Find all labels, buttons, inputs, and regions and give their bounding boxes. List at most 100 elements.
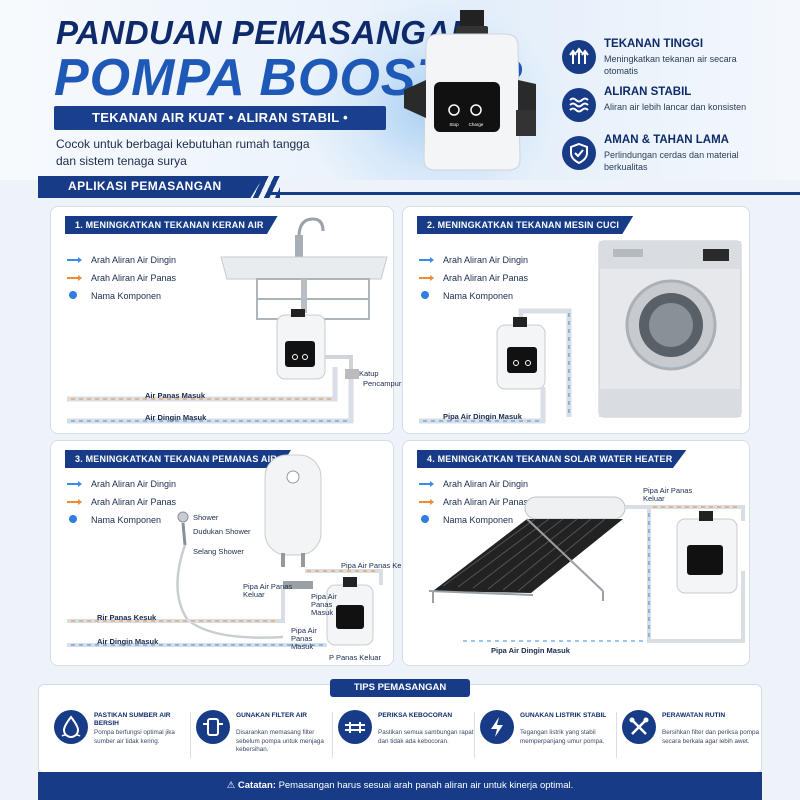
tip-desc: Bersihkan filter dan periksa pompa secar…	[662, 729, 759, 745]
panel-water-heater: 3. MENINGKATKAN TEKANAN PEMANAS AIR Arah…	[50, 440, 414, 666]
legend-cold: Arah Aliran Air Dingin	[419, 477, 528, 495]
legend: Arah Aliran Air Dingin Arah Aliran Air P…	[419, 477, 528, 531]
lightning-icon	[480, 710, 514, 744]
panel-faucet: 1. MENINGKATKAN TEKANAN KERAN AIR Arah A…	[50, 206, 401, 434]
panel-title: 1. MENINGKATKAN TEKANAN KERAN AIR	[65, 216, 278, 234]
legend: Arah Aliran Air Dingin Arah Aliran Air P…	[67, 253, 176, 307]
panel-washer: 2. MENINGKATKAN TEKANAN MESIN CUCI Arah …	[402, 206, 750, 434]
tip-leak: PERIKSA KEBOCORAN Pastikan semua sambung…	[338, 710, 478, 770]
feature-desc: Meningkatkan tekanan air secara otomatis	[604, 54, 737, 76]
tip-divider	[474, 712, 475, 758]
hot-out-label: Pipa Air Panas Keluar	[643, 486, 693, 503]
solar-heater-diagram	[428, 496, 745, 643]
legend-hot: Arah Aliran Air Panas	[67, 495, 176, 513]
legend-component: Nama Komponen	[419, 289, 528, 307]
pipe-hot-in-label: Pipa Air Panas Masuk	[311, 592, 337, 617]
cold-pipe-label: Pipa Air Dingin Masuk	[443, 412, 522, 421]
ribbon-line	[270, 192, 800, 195]
feature-desc: Perlindungan cerdas dan material berkual…	[604, 150, 739, 172]
panel-title: 2. MENINGKATKAN TEKANAN MESIN CUCI	[417, 216, 634, 234]
legend-cold: Arah Aliran Air Dingin	[67, 253, 176, 271]
wrench-tools-icon	[622, 710, 656, 744]
hot-arrow-icon	[419, 499, 434, 505]
feature-desc: Aliran air lebih lancar dan konsisten	[604, 102, 747, 112]
water-waves-icon	[562, 88, 596, 122]
pipe-leak-icon	[338, 710, 372, 744]
section-ribbon: APLIKASI PEMASANGAN	[38, 176, 264, 198]
legend-hot: Arah Aliran Air Panas	[419, 271, 528, 289]
footer-note: ⚠ Catatan: Pemasangan harus sesuai arah …	[38, 772, 762, 800]
hot-arrow-icon	[67, 275, 82, 281]
cold-in-line-label: Air Dingin Masuk	[97, 637, 159, 646]
washer-diagram	[419, 240, 742, 424]
legend-component: Nama Komponen	[67, 513, 176, 531]
footer-bar: ⚠ Catatan: Pemasangan harus sesuai arah …	[38, 772, 762, 800]
legend-hot: Arah Aliran Air Panas	[419, 495, 528, 513]
booster-pump-image: Stop Charge	[404, 10, 536, 171]
component-dot-icon	[69, 291, 77, 299]
ribbon-stripes	[230, 176, 280, 198]
subtitle: Cocok untuk berbagai kebutuhan rumah tan…	[56, 137, 310, 168]
shield-check-icon	[562, 136, 596, 170]
tip-title: PERIKSA KEBOCORAN	[378, 712, 453, 719]
cold-arrow-icon	[67, 481, 82, 487]
valve-label: Katup	[359, 369, 379, 378]
panel-solar-heater: 4. MENINGKATKAN TEKANAN SOLAR WATER HEAT…	[402, 440, 750, 666]
pump-stop-label: Stop	[449, 122, 459, 127]
feature-pressure: TEKANAN TINGGI Meningkatkan tekanan air …	[562, 38, 792, 82]
feature-flow: ALIRAN STABIL Aliran air lebih lancar da…	[562, 86, 792, 130]
tip-title: PERAWATAN RUTIN	[662, 712, 726, 719]
tip-desc: Disarankan memasang filter sebelum pompa…	[236, 729, 324, 753]
cold-arrow-icon	[419, 481, 434, 487]
tip-title: GUNAKAN LISTRIK STABIL	[520, 712, 607, 719]
feature-title: ALIRAN STABIL	[604, 86, 692, 98]
pressure-arrows-icon	[562, 40, 596, 74]
water-drop-icon	[54, 710, 88, 744]
header-banner: PANDUAN PEMASANGAN POMPA BOOSTER TEKANAN…	[0, 0, 800, 180]
hot-out-bottom-label: P Panas Keluar	[329, 653, 381, 662]
page-title-line1: PANDUAN PEMASANGAN	[56, 14, 476, 51]
footer-text: Pemasangan harus sesuai arah panah alira…	[278, 780, 574, 791]
legend: Arah Aliran Air Dingin Arah Aliran Air P…	[419, 253, 528, 307]
pump-charge-label: Charge	[469, 122, 484, 127]
hot-arrow-icon	[67, 499, 82, 505]
hot-in-line-label: Rir Panas Kesuk	[97, 613, 157, 622]
legend: Arah Aliran Air Dingin Arah Aliran Air P…	[67, 477, 176, 531]
feature-safe: AMAN & TAHAN LAMA Perlindungan cerdas da…	[562, 134, 792, 178]
tip-divider	[332, 712, 333, 758]
hot-out-label: Pipa Air Panas Keluar	[341, 561, 414, 570]
footer-label: Catatan:	[237, 780, 276, 791]
component-dot-icon	[69, 515, 77, 523]
tip-divider	[190, 712, 191, 758]
faucet-diagram	[67, 217, 388, 424]
filter-icon	[196, 710, 230, 744]
hot-arrow-icon	[419, 275, 434, 281]
tip-power: GUNAKAN LISTRIK STABIL Tegangan listrik …	[480, 710, 620, 770]
legend-hot: Arah Aliran Air Panas	[67, 271, 176, 289]
shower-hose-label: Selang Shower	[193, 547, 244, 556]
mixer-label: Pencampur	[363, 379, 402, 388]
legend-cold: Arah Aliran Air Dingin	[419, 253, 528, 271]
tips-title: TIPS PEMASANGAN	[330, 679, 470, 697]
panel-title: 4. MENINGKATKAN TEKANAN SOLAR WATER HEAT…	[417, 450, 687, 468]
tip-desc: Pastikan semua sambungan rapat dan tidak…	[378, 729, 474, 745]
hot-in-label: Air Panas Masuk	[145, 391, 206, 400]
tip-filter: GUNAKAN FILTER AIR Disarankan memasang f…	[196, 710, 336, 770]
component-dot-icon	[421, 515, 429, 523]
shower-holder-label: Dudukan Shower	[193, 527, 251, 536]
tip-divider	[616, 712, 617, 758]
feature-title: AMAN & TAHAN LAMA	[604, 134, 729, 146]
tip-desc: Pompa berfungsi optimal jika sumber air …	[94, 729, 175, 745]
cold-in-label: Air Dingin Masuk	[145, 413, 207, 422]
legend-component: Nama Komponen	[67, 289, 176, 307]
warning-icon: ⚠	[226, 780, 236, 791]
tip-title: PASTIKAN SUMBER AIR BERSIH	[94, 712, 171, 727]
tip-maintenance: PERAWATAN RUTIN Bersihkan filter dan per…	[622, 710, 762, 770]
tip-desc: Tegangan listrik yang stabil memperpanja…	[520, 729, 605, 745]
panel-title: 3. MENINGKATKAN TEKANAN PEMANAS AIR	[65, 450, 292, 468]
tip-water-source: PASTIKAN SUMBER AIR BERSIH Pompa berfung…	[54, 710, 194, 770]
legend-cold: Arah Aliran Air Dingin	[67, 477, 176, 495]
cold-in-label: Pipa Air Dingin Masuk	[491, 646, 570, 655]
tip-title: GUNAKAN FILTER AIR	[236, 712, 308, 719]
cold-arrow-icon	[419, 257, 434, 263]
